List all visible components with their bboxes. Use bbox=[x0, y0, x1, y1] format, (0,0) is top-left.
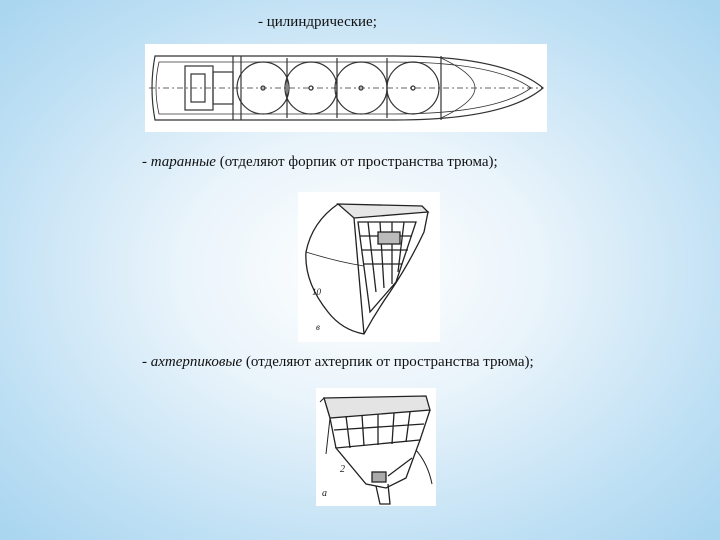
afterpeak-drawing: 2 а bbox=[319, 395, 433, 505]
heading-cylindrical: - цилиндрические; bbox=[258, 14, 377, 30]
fig3-letter-label: а bbox=[322, 488, 327, 499]
fig2-letter-label: в bbox=[316, 322, 320, 332]
forepeak-figure: 10 в bbox=[298, 192, 440, 342]
item-afterpeak-bulkheads: - ахтерпиковые (отделяют ахтерпик от про… bbox=[142, 354, 534, 371]
item-prefix: - bbox=[142, 154, 151, 170]
afterpeak-figure: 2 а bbox=[316, 388, 436, 506]
item-collision-bulkheads: - таранные (отделяют форпик от пространс… bbox=[142, 154, 498, 171]
forepeak-drawing: 10 в bbox=[305, 203, 430, 335]
item-description: (отделяют форпик от пространства трюма); bbox=[215, 154, 498, 170]
fig2-number-label: 10 bbox=[312, 287, 322, 297]
item-term: ахтерпиковые bbox=[150, 354, 243, 370]
item-term: таранные bbox=[150, 154, 216, 170]
fig3-number-label: 2 bbox=[340, 464, 345, 475]
ship-plan-drawing bbox=[149, 55, 544, 121]
item-description: (отделяют ахтерпик от пространства трюма… bbox=[242, 354, 534, 370]
ship-plan-figure bbox=[145, 44, 547, 132]
item-prefix: - bbox=[142, 354, 151, 370]
